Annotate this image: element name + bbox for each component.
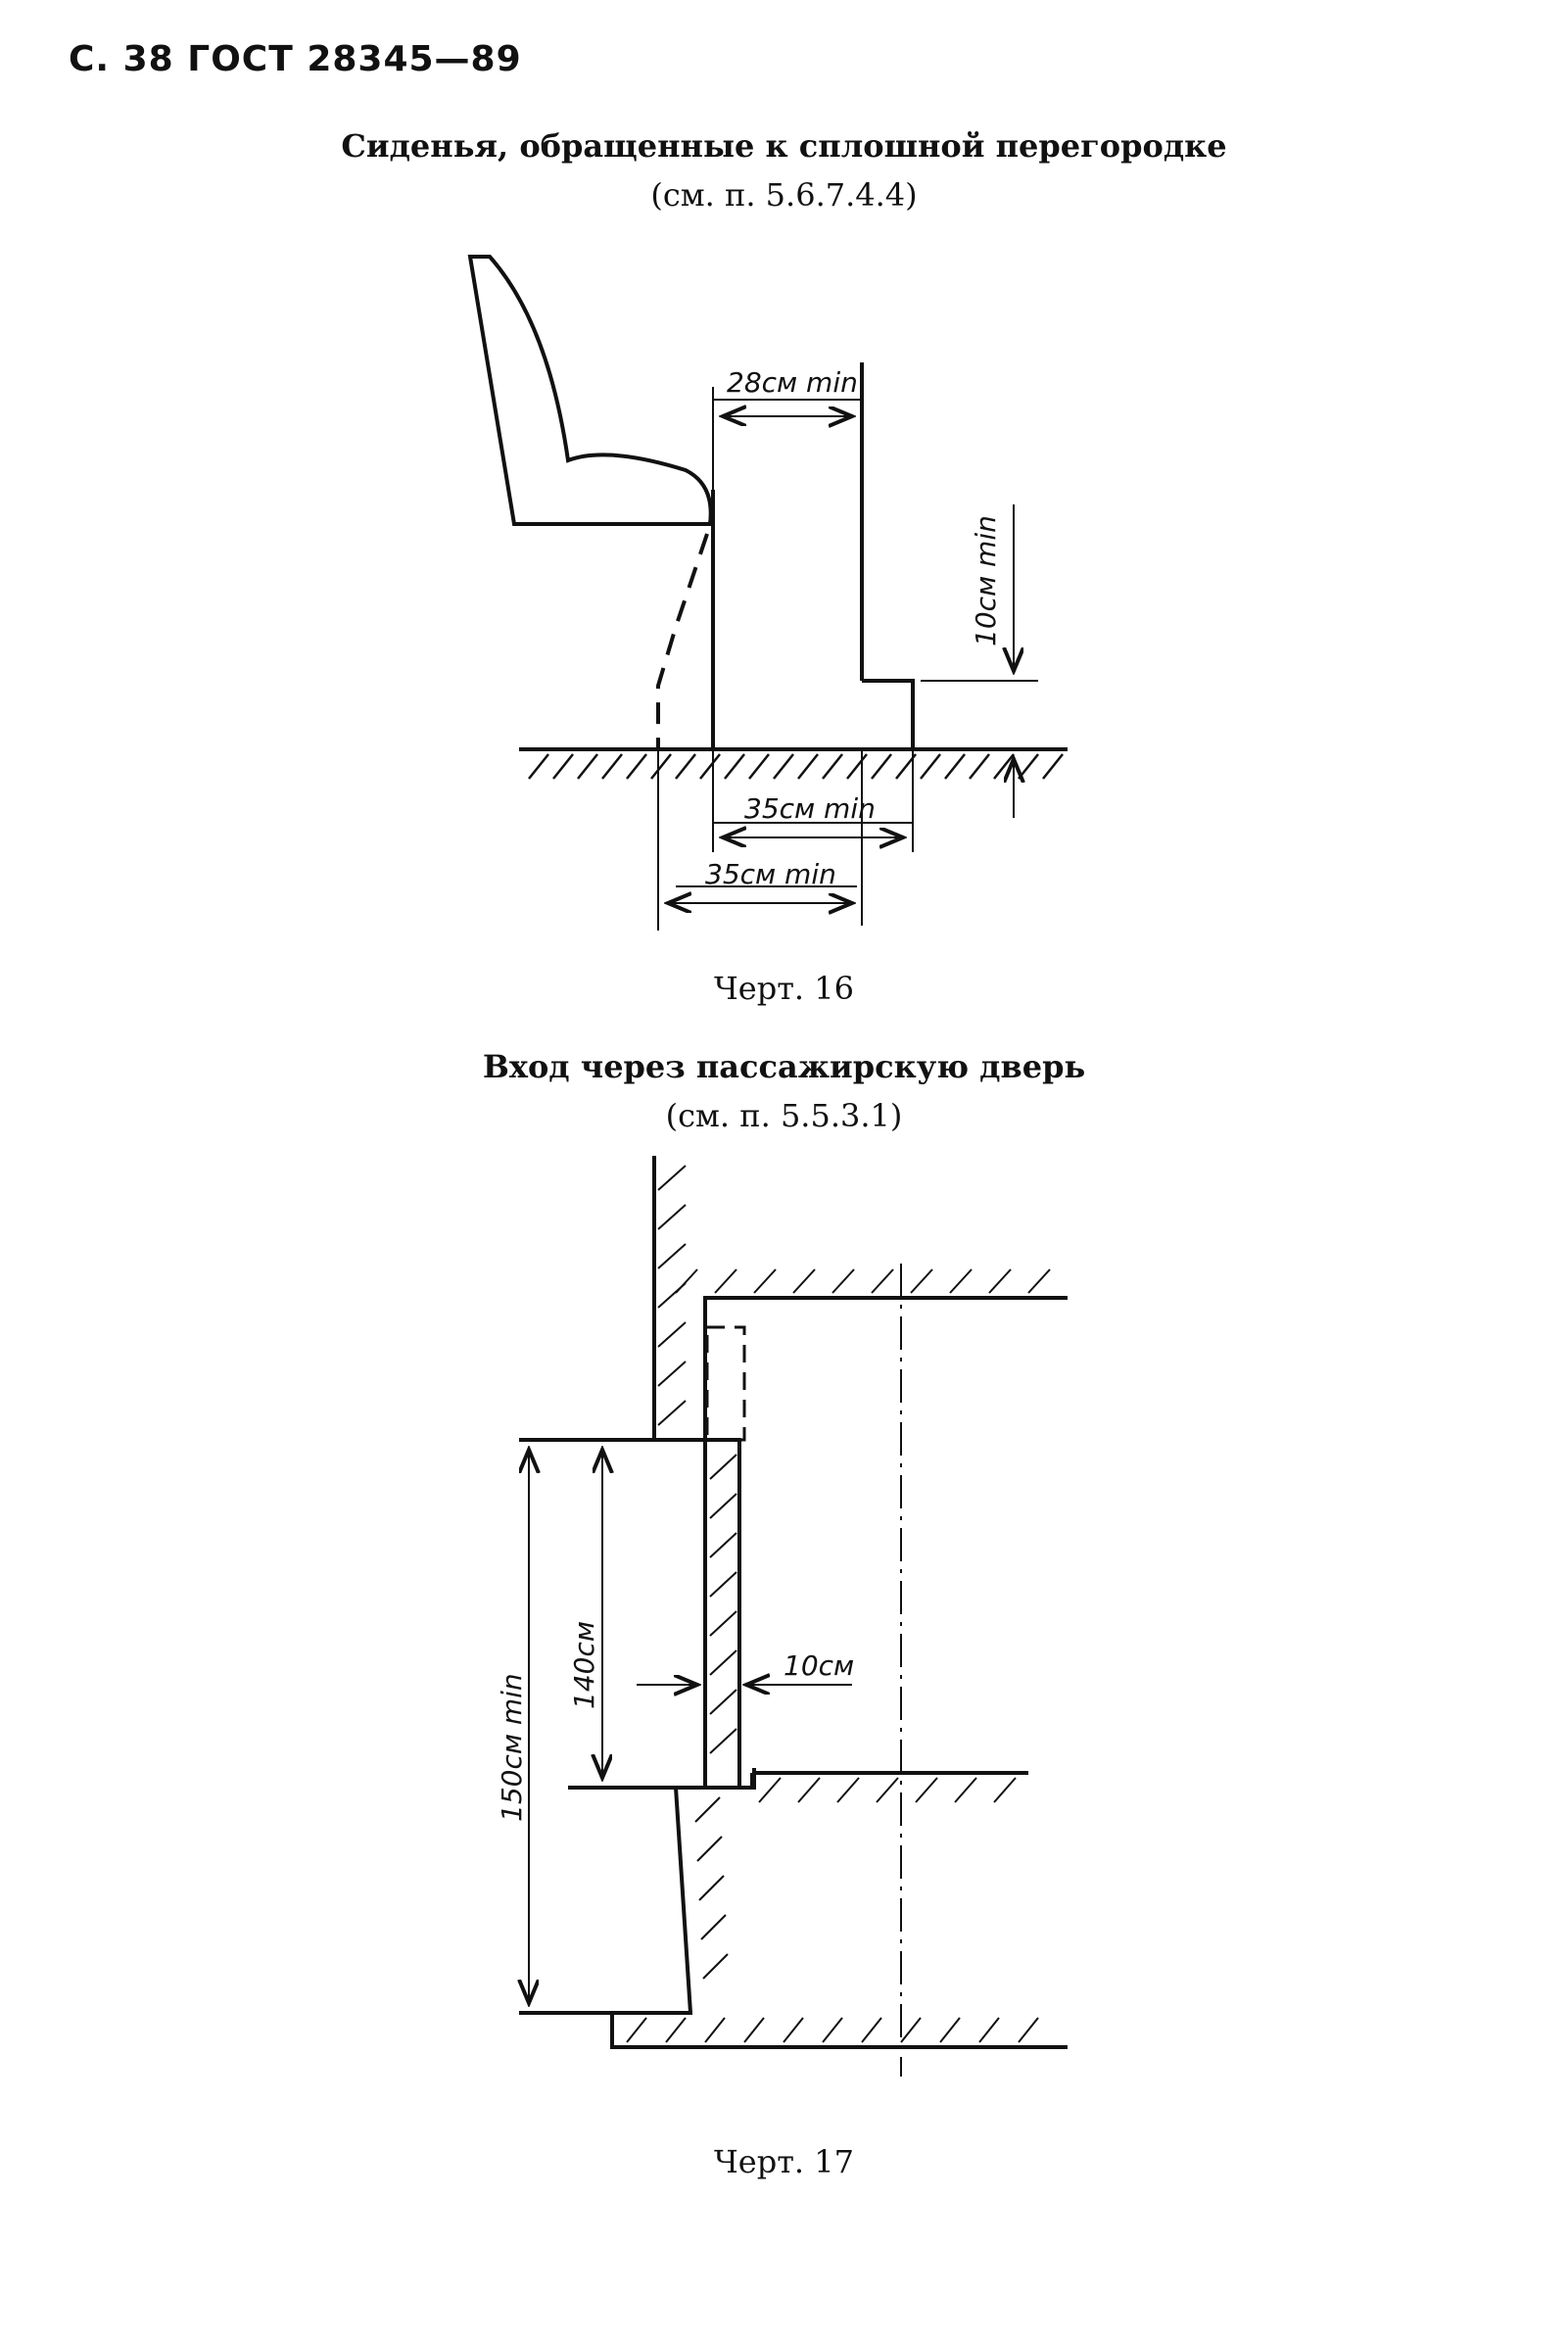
fig16-caption: Черт. 16 xyxy=(714,970,854,1007)
seat-leg-dashed xyxy=(656,533,709,749)
fig16-title: Сиденья, обращенные к сплошной перегород… xyxy=(341,127,1227,165)
fig17-drawing: 150см min 140см 10см xyxy=(496,1156,1068,2077)
seat-outline xyxy=(467,255,713,526)
fig16-dim-lower2: 35см min xyxy=(705,858,836,890)
fig17-dim-inner: 140см xyxy=(568,1621,600,1709)
fig16-reference: (см. п. 5.6.7.4.4) xyxy=(650,176,918,214)
fig16-drawing: 28см min 10см min 35см min 35см min xyxy=(467,255,1068,931)
fig16-dim-vertical: 10см min xyxy=(970,515,1002,646)
door-dashed xyxy=(705,1325,746,1442)
page-header: С. 38 ГОСТ 28345—89 xyxy=(69,39,522,79)
fig17-title: Вход через пассажирскую дверь xyxy=(482,1048,1086,1085)
fig17-dim-step: 10см xyxy=(784,1649,854,1682)
fig16-dim-top: 28см min xyxy=(727,366,858,399)
fig17-caption: Черт. 17 xyxy=(714,2143,854,2180)
fig17-dim-outer: 150см min xyxy=(496,1673,528,1822)
fig17-reference: (см. п. 5.5.3.1) xyxy=(665,1097,903,1134)
fig16-dim-lower1: 35см min xyxy=(744,792,876,825)
